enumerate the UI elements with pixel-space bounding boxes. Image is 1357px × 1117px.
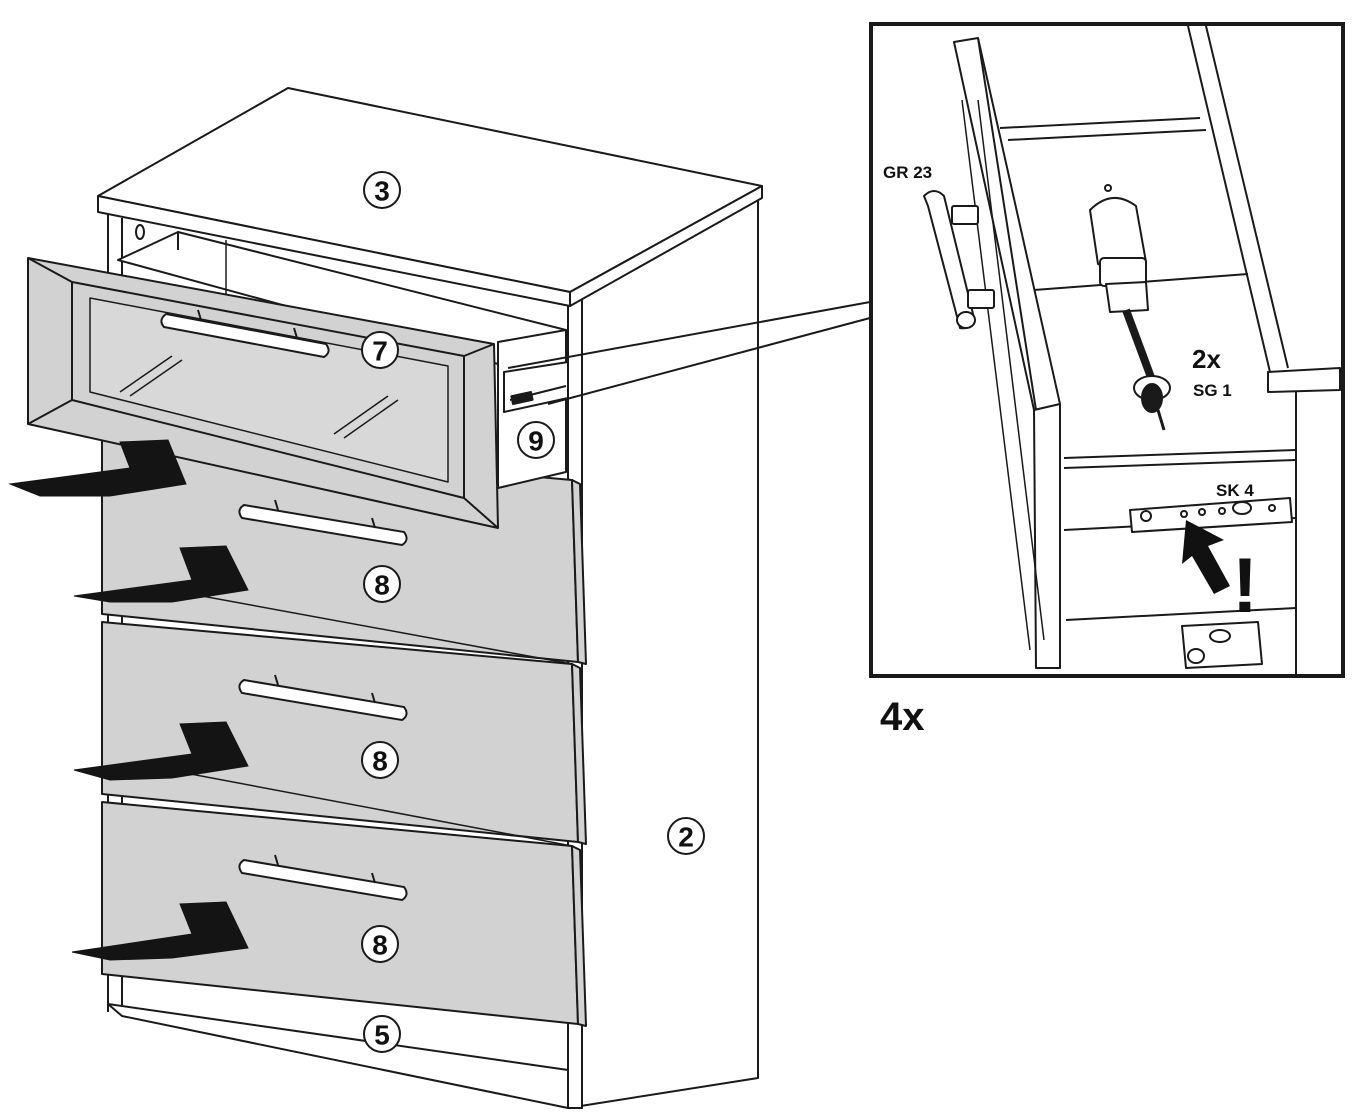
callout-8c: 8 bbox=[361, 925, 399, 963]
handle-code-label: GR 23 bbox=[883, 163, 932, 182]
detail-leader-lines bbox=[507, 301, 871, 405]
glass-panel bbox=[89, 297, 449, 483]
handle-open-drawer bbox=[160, 309, 330, 358]
detail-slide bbox=[1129, 497, 1293, 533]
part-number-5: 5 bbox=[374, 1020, 390, 1051]
handle-drawer-2 bbox=[238, 674, 408, 722]
closed-drawers bbox=[101, 437, 587, 1027]
screw-count-label: 2x bbox=[1192, 344, 1221, 374]
handle-drawer-1 bbox=[238, 499, 408, 547]
slide-code-label: SK 4 bbox=[1216, 481, 1254, 500]
callout-3: 3 bbox=[363, 171, 401, 209]
callout-8a: 8 bbox=[363, 565, 401, 603]
screw-code-label: SG 1 bbox=[1193, 381, 1232, 400]
detail-handle bbox=[923, 190, 995, 330]
part-number-7: 7 bbox=[372, 336, 388, 367]
push-arrow-3 bbox=[73, 721, 249, 781]
part-number-8-drawer-1: 8 bbox=[374, 570, 390, 601]
push-arrow-4 bbox=[71, 901, 249, 961]
warning-mark: ! bbox=[1232, 541, 1258, 629]
callout-9: 9 bbox=[517, 421, 555, 459]
bottom-panel bbox=[107, 1003, 569, 1109]
detail-screwdriver bbox=[1089, 184, 1171, 431]
part-callouts: 3 7 9 8 8 8 2 5 bbox=[361, 171, 705, 1053]
part-number-8-drawer-2: 8 bbox=[372, 746, 388, 777]
handles bbox=[238, 499, 408, 902]
quantity-label: 4x bbox=[880, 695, 925, 739]
open-drawer bbox=[27, 231, 569, 529]
detail-lower-runner bbox=[1181, 621, 1263, 669]
push-arrows bbox=[8, 439, 249, 961]
callout-7: 7 bbox=[361, 331, 399, 369]
detail-pointer-arrow bbox=[1182, 520, 1230, 594]
part-number-9: 9 bbox=[528, 426, 544, 457]
callout-2: 2 bbox=[667, 817, 705, 855]
part-number-8-drawer-3: 8 bbox=[372, 930, 388, 961]
part-number-3: 3 bbox=[374, 176, 390, 207]
detail-box: ! GR 23 2x SG 1 SK 4 bbox=[869, 22, 1345, 678]
handle-drawer-3 bbox=[238, 854, 408, 902]
cabinet bbox=[97, 87, 763, 1109]
push-arrow-1 bbox=[8, 439, 187, 497]
callout-5: 5 bbox=[363, 1015, 401, 1053]
part-number-2: 2 bbox=[678, 822, 694, 853]
push-arrow-2 bbox=[73, 545, 249, 603]
callout-8b: 8 bbox=[361, 741, 399, 779]
